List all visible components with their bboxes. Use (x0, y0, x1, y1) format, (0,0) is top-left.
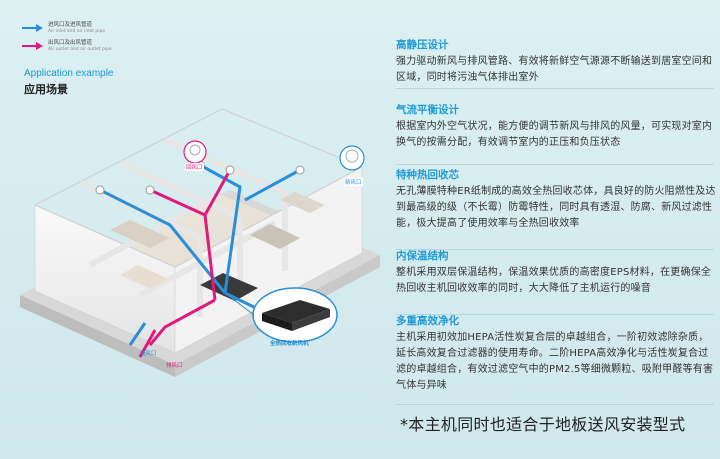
callout-unit-label: 全热回收新风机 (270, 341, 309, 347)
feature-text: 主机采用初效加HEPA活性炭复合层的卓越组合，一阶初效滤除杂质，延长高效复合过滤… (396, 332, 714, 391)
feature-title: 特种热回收芯 (396, 169, 459, 181)
legend: 进风口及进风管道 Air inlet and air inlet pipe 出风… (22, 22, 112, 58)
apartment-illustration (20, 108, 380, 377)
feature-item: 内保温结构 整机采用双层保温结构，保温效果优质的高密度EPS材料，在更确保全热回… (396, 249, 716, 297)
feature-text: 无孔薄膜特种ER纸制成的高效全热回收芯体，具良好的防火阻燃性及达到最高级的级（不… (396, 186, 716, 229)
legend-label: 进风口及进风管道 (48, 22, 93, 28)
feature-item: 特种热回收芯 无孔薄膜特种ER纸制成的高效全热回收芯体，具良好的防火阻燃性及达到… (396, 168, 716, 232)
fresh-vent-callout-icon (339, 145, 365, 171)
feature-item: 高静压设计 强力驱动新风与排风管路、有效将新鲜空气源源不断输送到居室空间和区域，… (396, 38, 716, 86)
outdoor-inlet-label: 进风口 (140, 351, 157, 357)
legend-label: 出风口及出风管道 (48, 40, 93, 46)
feature-title: 高静压设计 (396, 39, 449, 51)
divider (396, 88, 714, 89)
divider (396, 404, 714, 405)
feature-item: 气流平衡设计 根据室内外空气状况，能方便的调节新风与排风的风量，可实现对室内换气… (396, 103, 716, 151)
callout-fresh-vent-label: 新风口 (344, 178, 363, 186)
feature-text: 强力驱动新风与排风管路、有效将新鲜空气源源不断输送到居室空间和区域，同时将污浊气… (396, 56, 713, 83)
feature-list: 高静压设计 强力驱动新风与排风管路、有效将新鲜空气源源不断输送到居室空间和区域，… (396, 38, 716, 411)
feature-title: 气流平衡设计 (396, 104, 459, 116)
divider (396, 314, 714, 315)
legend-item-inlet: 进风口及进风管道 Air inlet and air inlet pipe (22, 22, 112, 35)
feature-title: 多重高效净化 (396, 315, 459, 327)
application-title-zh: 应用场景 (24, 83, 68, 96)
legend-sublabel: Air inlet and air inlet pipe (48, 28, 106, 34)
legend-item-outlet: 出风口及出风管道 Air outlet and air outlet pipe (22, 40, 112, 53)
feature-text: 根据室内外空气状况，能方便的调节新风与排风的风量，可实现对室内换气的按需分配，有… (396, 121, 713, 148)
divider (396, 249, 714, 250)
footnote: *本主机同时也适合于地板送风安装型式 (400, 415, 686, 434)
legend-sublabel: Air outlet and air outlet pipe (48, 46, 112, 52)
feature-text: 整机采用双层保温结构，保温效果优质的高密度EPS材料，在更确保全热回收主机回收效… (396, 267, 712, 294)
divider (396, 164, 714, 165)
return-vent-callout-icon (183, 140, 207, 164)
feature-item: 多重高效净化 主机采用初效加HEPA活性炭复合层的卓越组合，一阶初效滤除杂质，延… (396, 314, 716, 394)
callout-return-vent-label: 回风口 (185, 163, 204, 171)
pink-arrow-icon (22, 42, 44, 50)
application-title-en: Application example (24, 68, 114, 79)
blue-arrow-icon (22, 24, 44, 32)
outdoor-outlet-label: 排风口 (166, 363, 183, 369)
feature-title: 内保温结构 (396, 250, 449, 262)
